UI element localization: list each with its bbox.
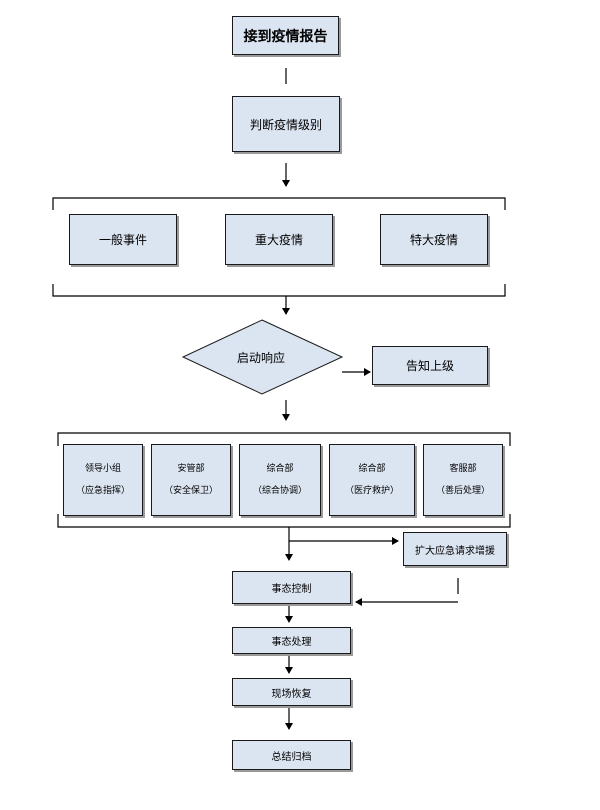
bracket-departments-bottom <box>57 514 511 528</box>
expand-request-node: 扩大应急请求增援 <box>403 532 507 566</box>
start-response-label: 启动响应 <box>236 350 285 365</box>
bracket-levels-bottom <box>52 284 506 297</box>
situation-control-label: 事态控制 <box>271 584 312 595</box>
dept-customer-service-name: 客服部 <box>449 464 477 474</box>
situation-control-node: 事态控制 <box>232 571 351 604</box>
level-general-label: 一般事件 <box>98 233 147 247</box>
dept-security-name: 安管部 <box>177 464 205 474</box>
dept-security-node: 安管部 （安全保卫） <box>151 444 231 516</box>
summary-archive-node: 总结归档 <box>232 740 351 770</box>
bracket-levels-top <box>52 197 506 210</box>
dept-general-medical-node: 综合部 （医疗救护） <box>329 444 415 516</box>
notify-superior-label: 告知上级 <box>405 359 454 373</box>
dept-general-medical-name: 综合部 <box>358 464 386 474</box>
dept-general-coord-role: （综合协调） <box>252 486 307 496</box>
dept-leadership-node: 领导小组 （应急指挥） <box>63 444 143 516</box>
receive-report-label: 接到疫情报告 <box>243 28 328 45</box>
level-severe-node: 特大疫情 <box>380 214 488 265</box>
judge-level-label: 判断疫情级别 <box>249 117 322 132</box>
dept-customer-service-role: （善后处理） <box>435 486 490 496</box>
receive-report-node: 接到疫情报告 <box>232 16 339 55</box>
site-recovery-node: 现场恢复 <box>232 678 351 706</box>
judge-level-node: 判断疫情级别 <box>232 96 340 152</box>
dept-general-coord-node: 综合部 （综合协调） <box>239 444 321 516</box>
level-severe-label: 特大疫情 <box>409 233 458 247</box>
expand-request-label: 扩大应急请求增援 <box>415 545 495 557</box>
dept-customer-service-node: 客服部 （善后处理） <box>423 444 503 516</box>
level-major-node: 重大疫情 <box>225 214 333 265</box>
dept-general-coord-name: 综合部 <box>266 464 294 474</box>
dept-leadership-name: 领导小组 <box>84 464 121 474</box>
dept-general-medical-role: （医疗救护） <box>344 486 399 496</box>
notify-superior-node: 告知上级 <box>372 346 488 385</box>
start-response-diamond <box>181 319 344 395</box>
bracket-departments-top <box>57 432 511 446</box>
situation-handling-node: 事态处理 <box>232 627 351 654</box>
dept-leadership-role: （应急指挥） <box>75 486 130 496</box>
dept-security-role: （安全保卫） <box>163 486 218 496</box>
level-general-node: 一般事件 <box>69 214 177 265</box>
situation-handling-label: 事态处理 <box>271 637 312 648</box>
summary-archive-label: 总结归档 <box>271 751 312 763</box>
site-recovery-label: 现场恢复 <box>271 688 312 700</box>
level-major-label: 重大疫情 <box>254 233 303 247</box>
